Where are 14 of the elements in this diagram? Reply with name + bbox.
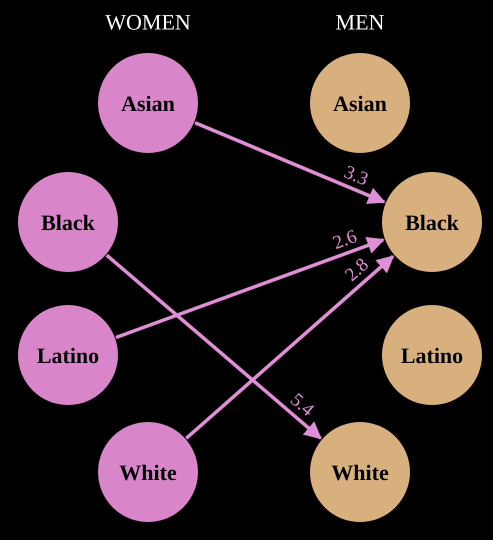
circle-label: Asian <box>333 90 387 118</box>
circle-label: Asian <box>121 90 175 118</box>
arrow <box>106 254 322 440</box>
circle-label: Black <box>405 208 459 236</box>
arrow <box>115 237 385 340</box>
arrow <box>194 121 386 204</box>
circle-label: Black <box>41 208 95 236</box>
circle-label: White <box>119 458 177 486</box>
circle-label: Latino <box>36 342 100 370</box>
column-heading: WOMEN <box>105 8 191 36</box>
circle-label: Latino <box>400 342 464 370</box>
arrow <box>185 255 394 440</box>
column-heading: MEN <box>336 8 384 36</box>
circle-label: White <box>331 458 389 486</box>
